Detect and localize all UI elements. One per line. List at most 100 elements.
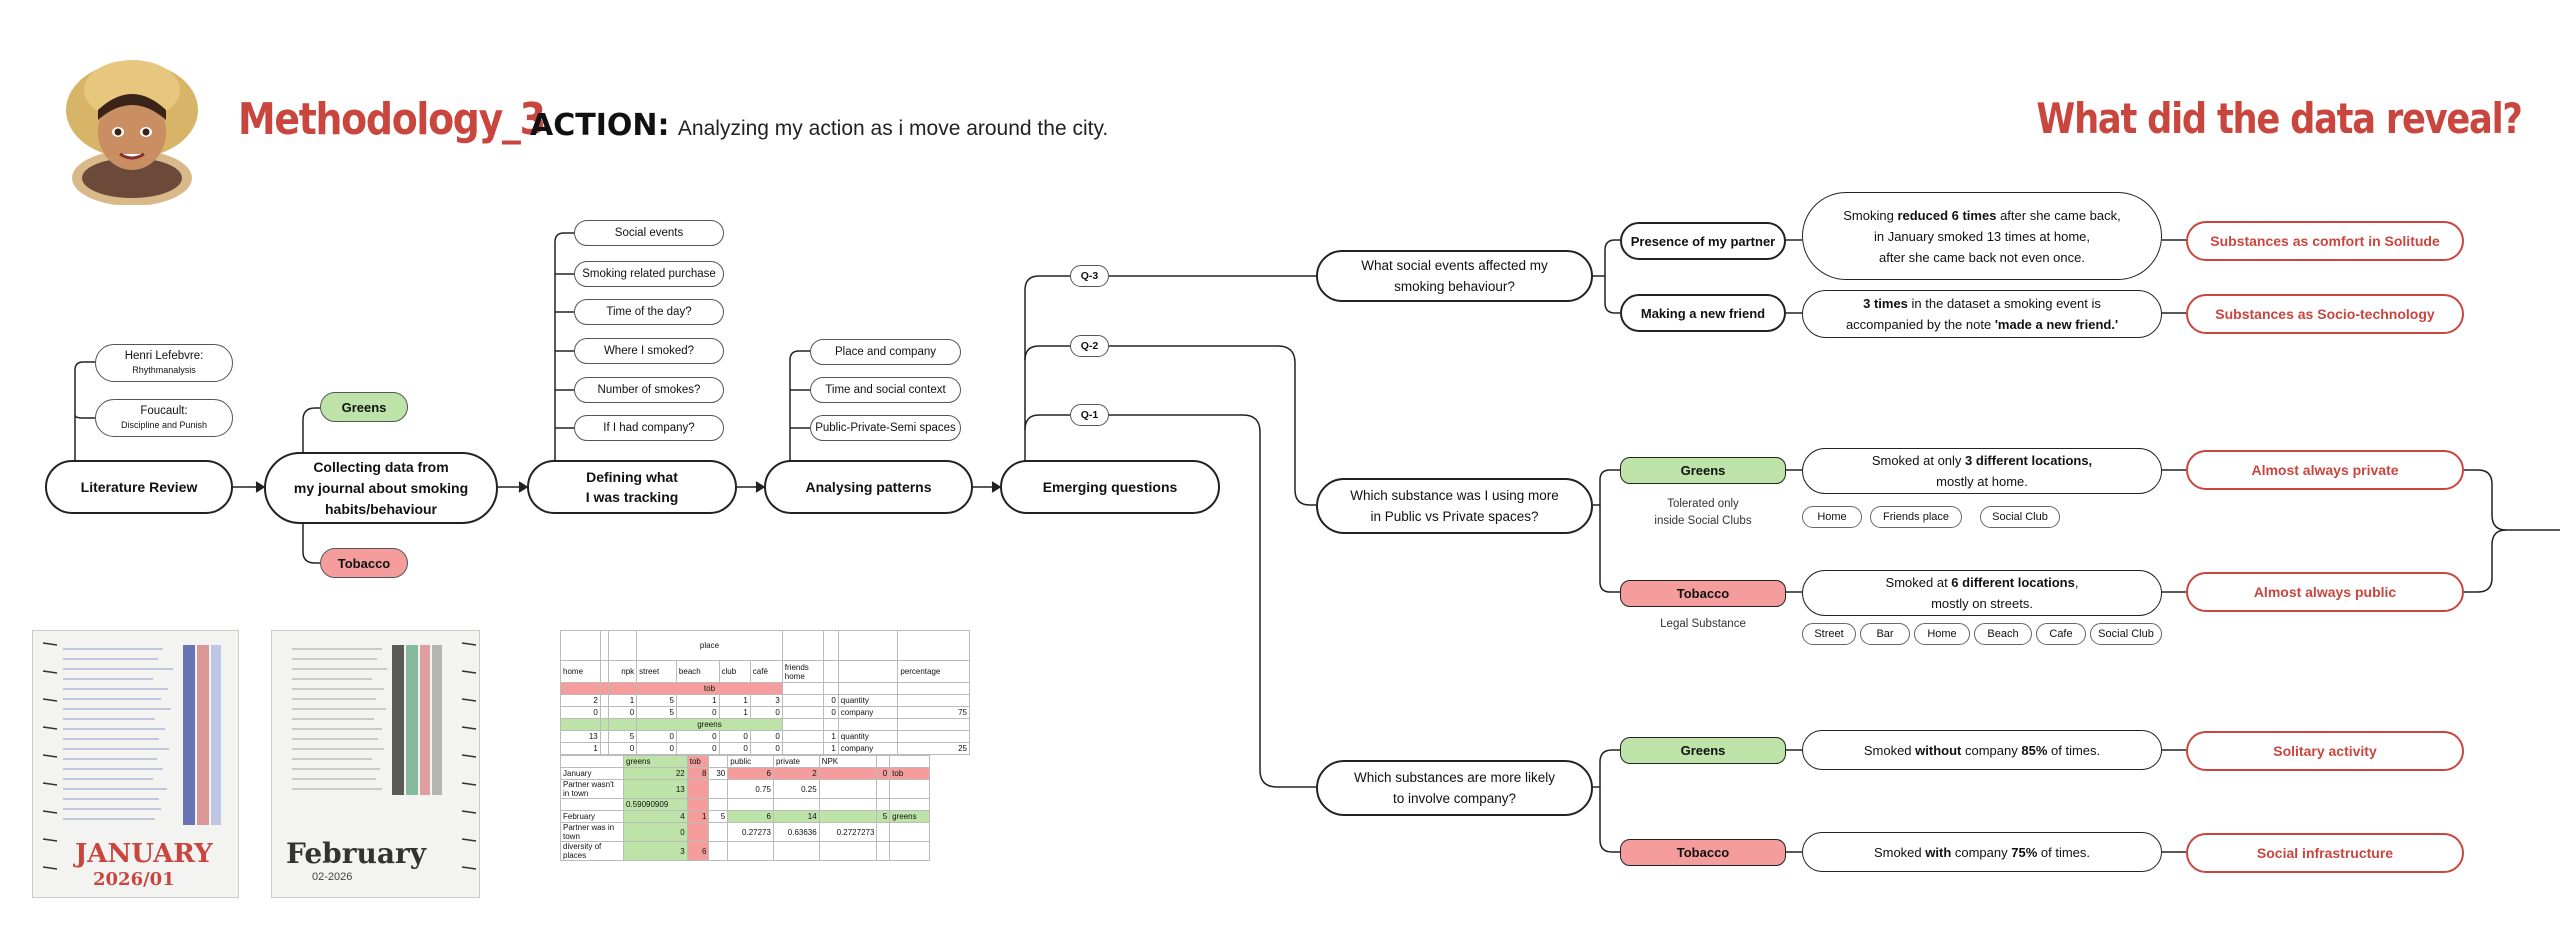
defining-line-1: Defining what — [586, 469, 678, 485]
chip-label: Social Club — [2098, 628, 2154, 640]
chip-label: Beach — [1987, 628, 2019, 640]
pattern-label: Place and company — [834, 346, 936, 358]
result-comfort-solitude: Substances as comfort in Solitude — [2186, 221, 2464, 261]
partner-fact: Smoking reduced 6 times after she came b… — [1802, 192, 2162, 280]
tobacco-tag-label: Tobacco — [337, 555, 391, 571]
pattern-item: Place and company — [810, 339, 961, 365]
journal-scribble — [292, 642, 477, 870]
table-cell — [599, 660, 609, 683]
table-cell — [781, 694, 824, 707]
partner-fact-line-3: after she came back not even once. — [1879, 249, 2085, 265]
q2-tobacco-fact: Smoked at 6 different locations, mostly … — [1802, 570, 2162, 616]
table-cell: company — [837, 742, 899, 755]
table-cell: 0.63636 — [772, 822, 820, 842]
defining-node: Defining what I was tracking — [527, 460, 737, 514]
journal-photo-january: JANUARY 2026/01 — [32, 630, 239, 898]
greens-fact-line-1: Smoked at only 3 different locations, — [1872, 450, 2092, 471]
note-line: Tolerated only — [1667, 498, 1739, 510]
collecting-line-2: my journal about smoking — [293, 479, 469, 496]
q1-line-2: to involve company? — [1392, 791, 1517, 806]
q1-greens-fact-line: Smoked without company 85% of times. — [1864, 740, 2100, 761]
table-cell — [781, 742, 824, 755]
table-cell: 2 — [560, 694, 601, 707]
table-cell — [876, 841, 891, 861]
q1-greens-node: Greens — [1620, 737, 1786, 764]
table-cell: diversity of places — [560, 841, 624, 861]
result-label: Substances as Socio-technology — [2215, 306, 2435, 322]
fact-text: company — [1961, 742, 2022, 758]
results-title: What did the data reveal? — [2036, 94, 2523, 143]
table-cell: 0 — [607, 742, 638, 755]
table-cell — [599, 630, 609, 661]
literature-review-node: Literature Review — [45, 460, 233, 514]
table-cell — [727, 798, 774, 811]
q2-greens-label: Greens — [1680, 463, 1726, 478]
new-friend-node: Making a new friend — [1620, 294, 1786, 332]
q3-tag-label: Q-3 — [1080, 270, 1099, 282]
journal-photo-february: February 02-2026 — [271, 630, 480, 898]
table-cell — [607, 718, 638, 731]
question-social-events: What social events affected my smoking b… — [1316, 250, 1593, 302]
table-cell: company — [837, 706, 899, 719]
fact-text: of times. — [2037, 844, 2091, 860]
table-cell: percentage — [897, 660, 970, 683]
table-cell: 0 — [675, 742, 720, 755]
table-cell: 0 — [560, 706, 601, 719]
table-cell: 5 — [636, 694, 677, 707]
greens-tag-label: Greens — [341, 399, 387, 415]
table-cell — [889, 822, 930, 842]
table-cell — [897, 694, 970, 707]
journal-scribble — [42, 642, 221, 870]
journal-jan-title: JANUARY — [75, 839, 213, 869]
tobacco-tag: Tobacco — [320, 548, 408, 578]
greens-tag: Greens — [320, 392, 408, 422]
table-cell — [560, 682, 601, 695]
table-cell: street — [636, 660, 677, 683]
table-cell — [837, 630, 899, 661]
new-friend-label: Making a new friend — [1640, 305, 1766, 321]
defining-line-2: I was tracking — [585, 489, 679, 505]
pattern-item: Public-Private-Semi spaces — [810, 415, 961, 441]
chip-label: Bar — [1876, 628, 1894, 640]
q2-line-2: in Public vs Private spaces? — [1370, 509, 1539, 524]
tracking-item: Time of the day? — [574, 299, 724, 325]
table-cell — [897, 682, 970, 695]
q1-greens-label: Greens — [1680, 743, 1726, 758]
tracking-item: Number of smokes? — [574, 377, 724, 403]
table-cell — [781, 718, 824, 731]
journal-feb-title: February — [286, 837, 427, 870]
table-cell — [599, 706, 609, 719]
table-row: tob — [560, 682, 970, 695]
foucault-name: Foucault: — [140, 405, 188, 417]
q2-tobacco-label: Tobacco — [1676, 586, 1730, 601]
table-cell — [727, 841, 774, 861]
table-cell — [876, 755, 891, 768]
table-cell — [607, 630, 638, 661]
table-cell: 0 — [749, 742, 783, 755]
table-cell: 0 — [675, 730, 720, 743]
table-cell: 0 — [749, 706, 783, 719]
fact-emphasis: 6 different locations — [1951, 575, 2075, 590]
table-cell: 13 — [560, 730, 601, 743]
greens-legal-note: Tolerated only inside Social Clubs — [1620, 496, 1786, 530]
table-cell: 1 — [718, 694, 751, 707]
table-cell — [876, 779, 891, 799]
tracking-item: Social events — [574, 220, 724, 246]
table-cell: 5 — [636, 706, 677, 719]
table-cell: quantity — [837, 694, 899, 707]
table-cell: tob — [686, 755, 710, 768]
emerging-label: Emerging questions — [1042, 479, 1178, 495]
table-cell — [818, 810, 878, 823]
table-cell: 75 — [897, 706, 970, 719]
table-cell: 8 — [686, 767, 710, 780]
chip-label: Street — [1814, 628, 1844, 640]
table-cell: 2 — [772, 767, 820, 780]
table-cell: 0.2727273 — [818, 822, 878, 842]
table-cell — [781, 706, 824, 719]
table-cell — [822, 682, 839, 695]
table-cell — [781, 630, 824, 661]
table-cell: 0.75 — [727, 779, 774, 799]
